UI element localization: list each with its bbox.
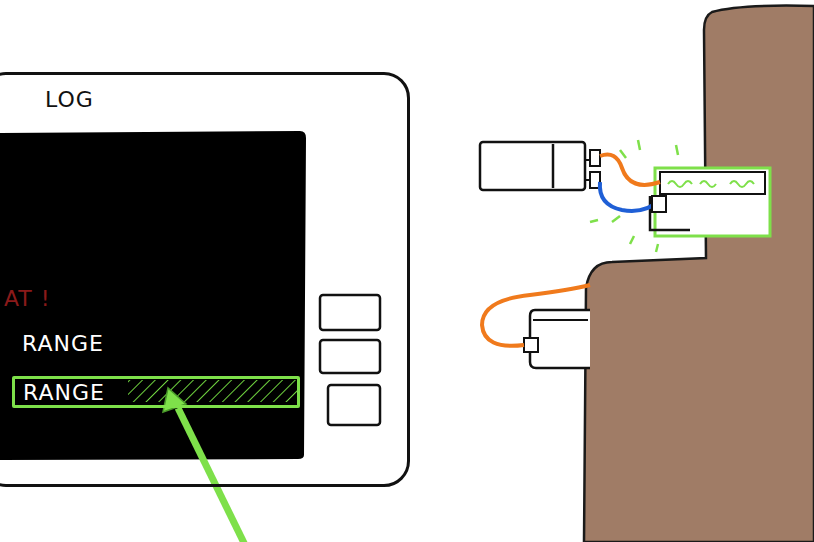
device-divider	[552, 144, 555, 188]
orange-loop-wire	[482, 285, 590, 346]
screen	[0, 131, 306, 460]
screen-button	[320, 295, 380, 330]
sketch-stroke	[638, 140, 640, 150]
screen-button	[328, 385, 380, 425]
sketch-stroke	[590, 220, 598, 222]
highlighted-log-row: RANGE	[12, 376, 300, 408]
wire-clip	[652, 196, 666, 212]
screen-button	[320, 340, 380, 373]
highlight-hatching	[128, 380, 298, 402]
log-line: RANGE	[22, 331, 104, 356]
pointer-arrowhead	[163, 388, 186, 412]
plug	[590, 150, 600, 166]
wall	[584, 6, 814, 542]
monitor-frame: LOG RANGE	[0, 72, 410, 487]
highlight-sparkles	[590, 140, 678, 252]
sketch-stroke	[676, 145, 678, 155]
plug-pin	[585, 179, 590, 181]
orange-wire	[600, 155, 660, 185]
node-text: RANGE	[23, 380, 105, 405]
sketch-stroke	[620, 150, 626, 158]
plug-pin	[585, 159, 590, 161]
blue-wire	[600, 182, 660, 211]
pointer-arrow	[178, 408, 245, 542]
lower-box-lid	[533, 319, 588, 321]
terminal-squiggle	[668, 181, 754, 187]
alert-line: AT !	[4, 286, 51, 311]
wall-receptacle	[655, 168, 770, 236]
sketch-stroke	[630, 236, 634, 244]
terminal-strip	[660, 172, 765, 194]
node-text: LOG	[45, 87, 94, 112]
device-box	[480, 142, 585, 190]
sketch-stroke	[656, 244, 658, 252]
lower-plug	[524, 338, 538, 352]
receptacle-outline	[650, 196, 690, 230]
sketch-stroke	[612, 216, 620, 222]
